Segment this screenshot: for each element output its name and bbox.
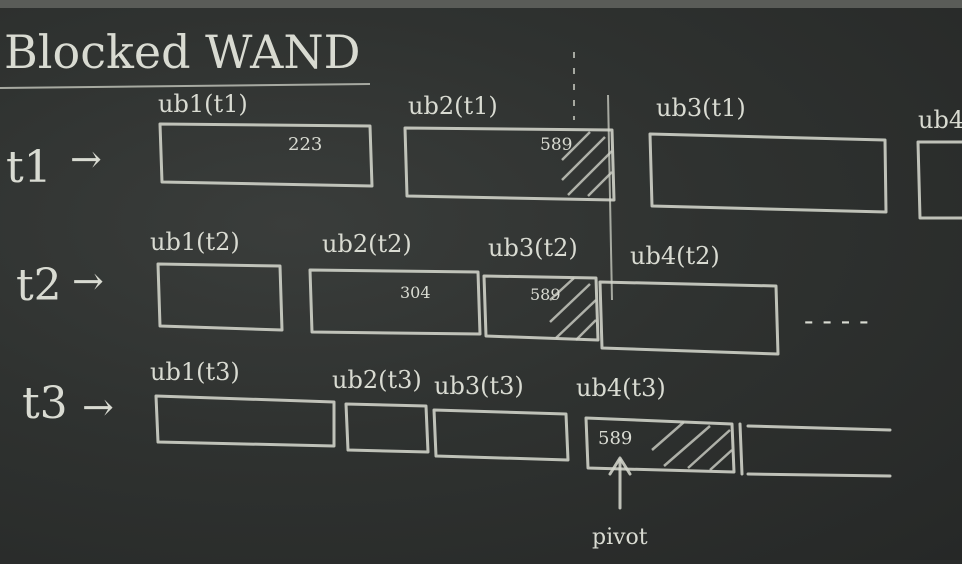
block-label: ub2(t2) xyxy=(322,230,412,258)
posting-block xyxy=(916,140,962,220)
posting-block xyxy=(154,394,336,448)
board-title: Blocked WAND xyxy=(4,25,360,79)
block-value: 223 xyxy=(288,134,322,155)
continuation-dashes: - - - - xyxy=(804,304,869,337)
block-label: ub4(t2) xyxy=(630,242,720,270)
block-label: ub4(t3) xyxy=(576,374,666,402)
posting-block xyxy=(156,262,284,332)
hatched-region xyxy=(549,277,597,341)
row-term-t1: t1 xyxy=(6,142,52,193)
block-value: 304 xyxy=(400,283,431,302)
posting-block xyxy=(738,422,892,478)
row-arrow-t3: → xyxy=(82,385,114,429)
block-label: ub1(t2) xyxy=(150,228,240,256)
posting-block xyxy=(158,122,374,188)
hatched-region xyxy=(561,131,613,197)
row-arrow-t1: → xyxy=(70,137,102,181)
posting-block xyxy=(344,402,430,454)
block-value: 589 xyxy=(598,428,632,449)
pivot-label: pivot xyxy=(592,525,648,550)
block-label: ub1(t3) xyxy=(150,358,240,386)
block-label: ub2(t1) xyxy=(408,92,498,120)
block-value: 589 xyxy=(530,285,561,304)
title-underline xyxy=(0,83,371,89)
posting-block xyxy=(308,268,482,336)
posting-block xyxy=(598,280,780,356)
block-label: ub3(t2) xyxy=(488,234,578,262)
pivot-arrowhead xyxy=(608,456,632,476)
row-arrow-t2: → xyxy=(72,259,104,303)
row-term-t2: t2 xyxy=(16,260,62,311)
row-term-t3: t3 xyxy=(22,378,68,429)
posting-block xyxy=(432,408,570,462)
posting-block xyxy=(648,132,888,214)
hatched-region xyxy=(651,421,733,471)
posting-block xyxy=(403,126,616,202)
block-label: ub3(t3) xyxy=(434,372,524,400)
block-label: ub4 xyxy=(918,106,962,134)
block-label: ub2(t3) xyxy=(332,366,422,394)
posting-block xyxy=(482,274,600,342)
block-label: ub3(t1) xyxy=(656,94,746,122)
guide-line xyxy=(607,94,613,301)
block-value: 589 xyxy=(540,135,572,155)
block-label: ub1(t1) xyxy=(158,90,248,118)
